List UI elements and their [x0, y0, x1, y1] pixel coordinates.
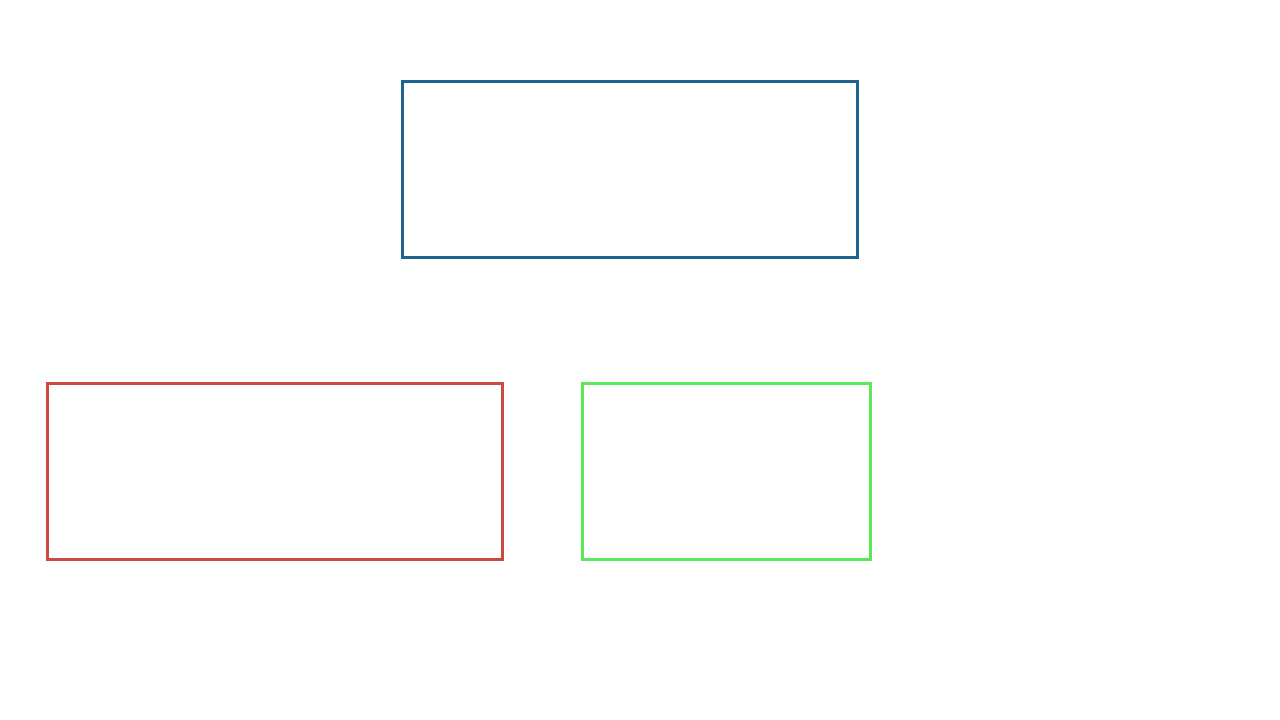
bottom-left-box: [46, 382, 504, 561]
bottom-right-box: [581, 382, 872, 561]
top-box: [401, 80, 859, 259]
